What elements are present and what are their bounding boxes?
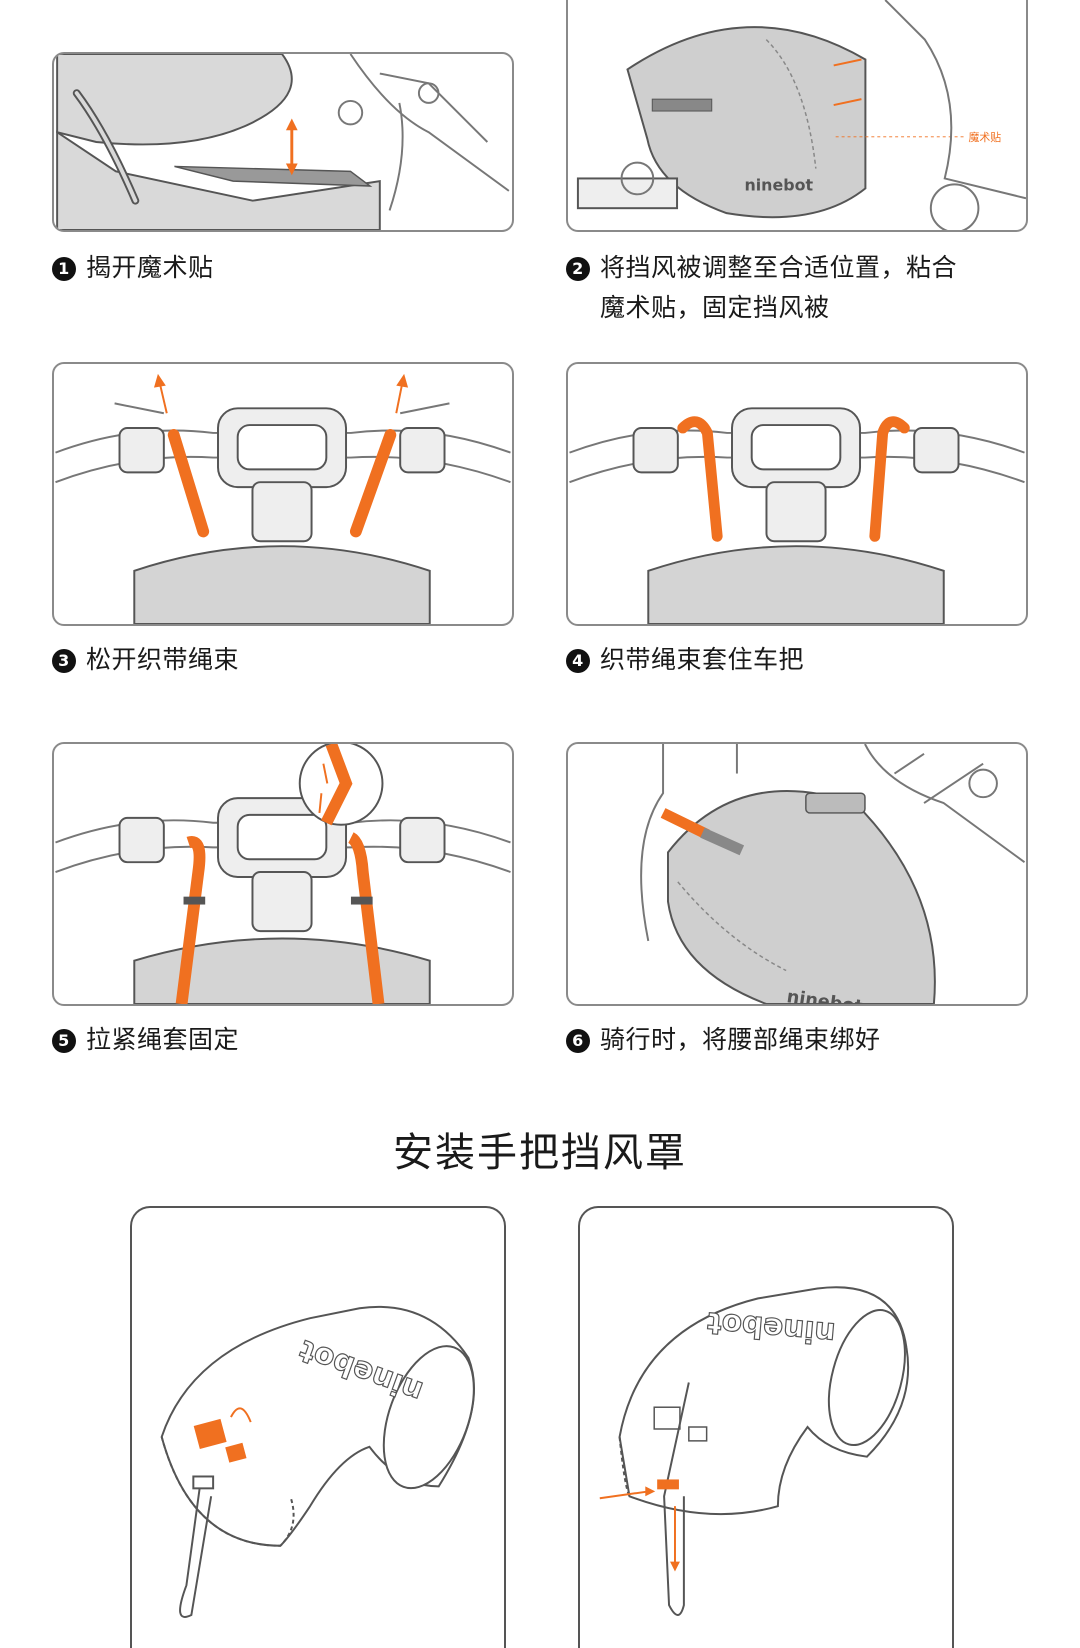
step-number-badge: 5: [52, 1029, 76, 1053]
step-number-badge: 3: [52, 649, 76, 673]
muff-illustration-left: ninebot: [130, 1206, 506, 1648]
step-number-badge: 1: [52, 257, 76, 281]
muff-illustration-right: ninebot: [578, 1206, 954, 1648]
section-title: 安装手把挡风罩: [0, 1120, 1080, 1178]
step-3-illustration: [52, 362, 514, 626]
step-1-illustration: [52, 52, 514, 232]
ninebot-logo-step2: ninebot: [744, 175, 813, 194]
step-number-badge: 4: [566, 649, 590, 673]
step-6-illustration: ninebot: [566, 742, 1028, 1006]
step-number-badge: 2: [566, 257, 590, 281]
step-number-badge: 6: [566, 1029, 590, 1053]
velcro-callout: 魔术贴: [969, 130, 1002, 144]
step-4-illustration: [566, 362, 1028, 626]
step-5-illustration: [52, 742, 514, 1006]
step-2-illustration: ninebot 魔术贴: [566, 0, 1028, 232]
